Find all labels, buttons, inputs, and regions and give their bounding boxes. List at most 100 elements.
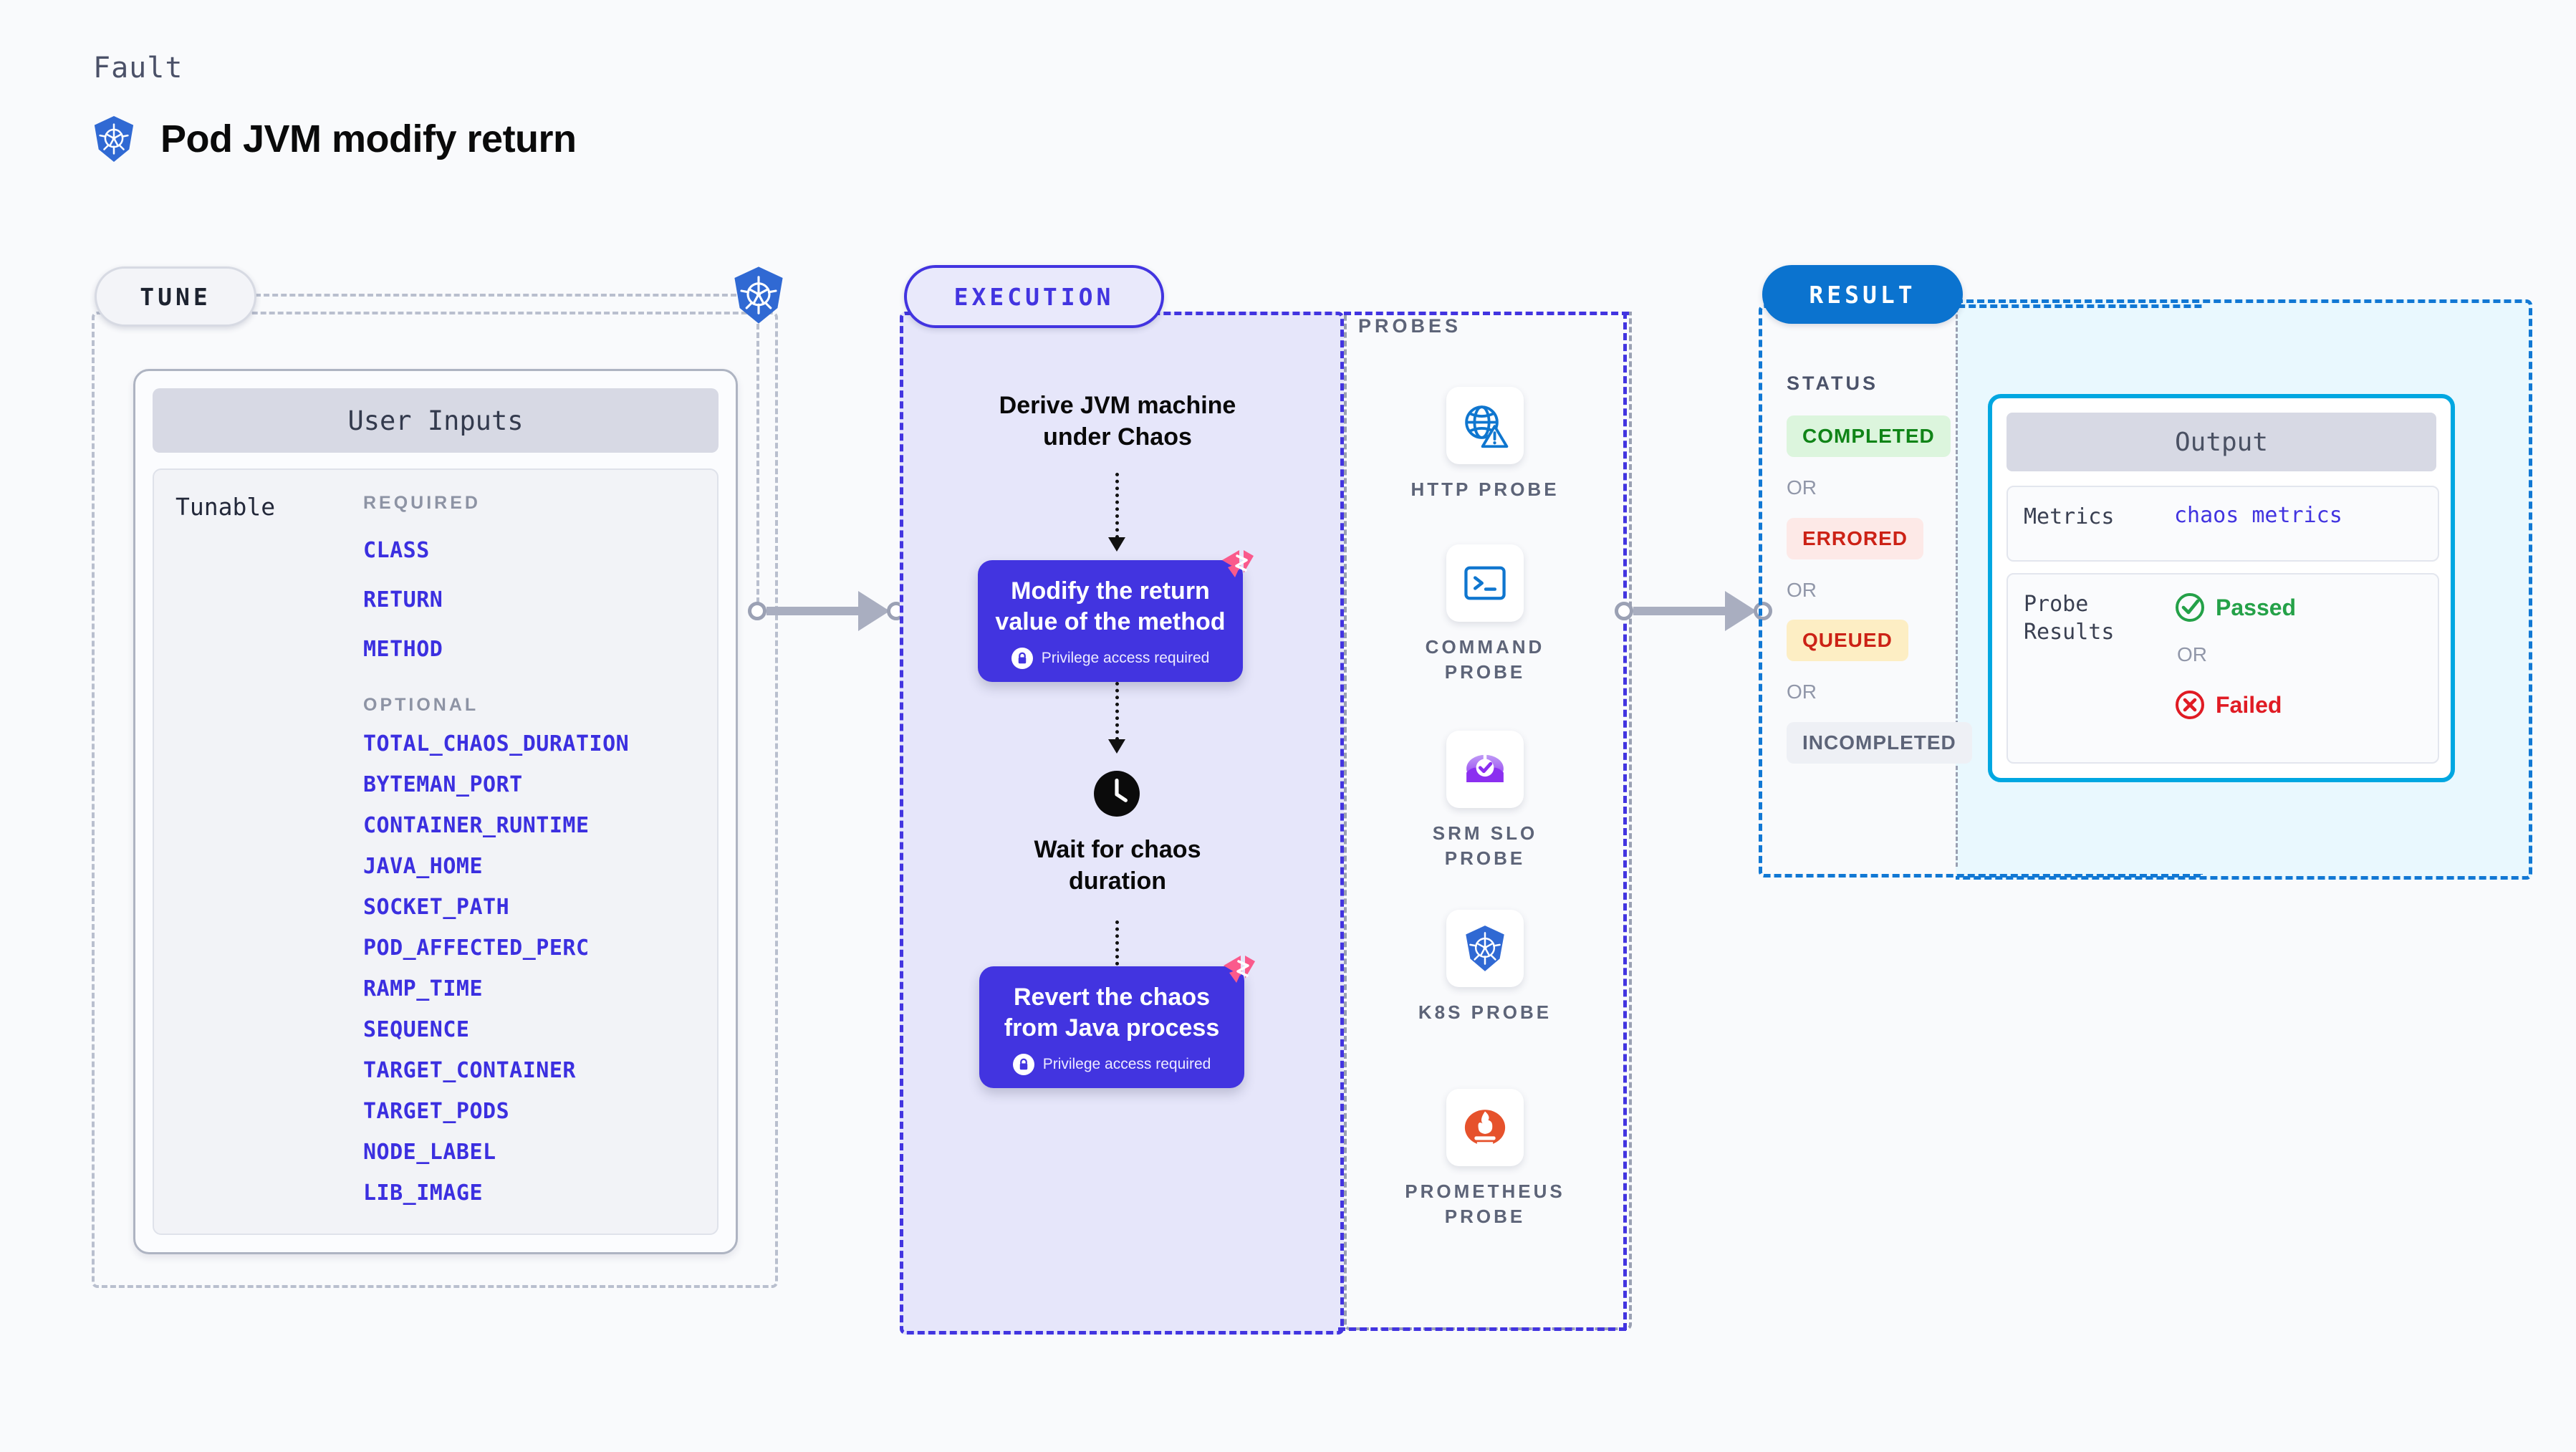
privilege-note-text: Privilege access required [1041,649,1210,666]
user-inputs-header: User Inputs [153,388,719,453]
required-params-column: REQUIRED CLASS RETURN METHOD [363,493,481,662]
output-card-header: Output [2007,413,2436,471]
probes-right-border [1623,312,1627,1330]
check-circle-icon [2176,593,2204,622]
fault-eyebrow-label: Fault [93,52,183,85]
required-group-label: REQUIRED [363,493,481,513]
optional-param-link[interactable]: POD_AFFECTED_PERC [363,936,590,961]
litmus-chaos-logo-icon [1222,550,1254,577]
connector-arrowhead [858,591,890,631]
connector-execution-to-result [1615,591,1772,631]
x-circle-icon [2176,691,2204,719]
privilege-note: Privilege access required [979,1053,1244,1088]
optional-params-column: OPTIONAL TOTAL_CHAOS_DURATION BYTEMAN_POR… [363,695,629,1206]
connector-dot [1754,602,1772,620]
probe-item-http[interactable]: HTTP PROBE [1344,387,1626,502]
lock-icon [1012,1053,1034,1075]
connector-bar [766,607,860,615]
probes-top-border [1344,312,1629,315]
required-param-link[interactable]: CLASS [363,538,430,563]
probe-result-failed: Failed [2174,689,2282,721]
globe-warning-icon [1465,405,1509,448]
probe-tile [1446,387,1524,464]
optional-param-link[interactable]: TARGET_CONTAINER [363,1058,576,1083]
output-metrics-row: Metrics chaos metrics [2007,486,2439,562]
terminal-icon [1464,566,1506,600]
page-title: Pod JVM modify return [160,117,577,160]
optional-param-link[interactable]: RAMP_TIME [363,976,484,1001]
required-param-link[interactable]: METHOD [363,637,443,662]
optional-param-link[interactable]: JAVA_HOME [363,854,484,879]
result-tag[interactable]: RESULT [1762,265,1963,324]
result-section-boundary [1759,304,2203,878]
user-inputs-body: Tunable REQUIRED CLASS RETURN METHOD OPTIO… [153,468,719,1235]
or-label: OR [1787,681,1817,703]
metrics-value: chaos metrics [2174,503,2342,528]
optional-param-link[interactable]: CONTAINER_RUNTIME [363,813,590,838]
tune-dashed-connector [255,294,736,297]
probe-tile [1446,910,1524,987]
passed-text: Passed [2216,594,2297,620]
kubernetes-icon [1466,925,1504,971]
optional-group-label: OPTIONAL [363,695,479,715]
k8s-vertical-dashed-line [756,324,759,603]
probe-label: HTTP PROBE [1410,479,1559,500]
probe-tile [1446,1089,1524,1166]
connector-tune-to-execution [748,591,905,631]
probe-tile [1446,544,1524,622]
probes-label: PROBES [1358,315,1462,337]
execution-section-boundary [900,312,1344,1335]
connector-arrowhead [1725,591,1756,631]
status-badge-incompleted: INCOMPLETED [1787,722,1972,764]
probe-label: K8S PROBE [1418,1001,1552,1023]
optional-param-link[interactable]: TARGET_PODS [363,1099,510,1124]
arrow-modify-to-wait [1108,682,1125,754]
optional-param-link[interactable]: SOCKET_PATH [363,895,510,920]
status-badge-completed: COMPLETED [1787,415,1951,457]
execution-tag[interactable]: EXECUTION [904,265,1164,328]
optional-param-link[interactable]: TOTAL_CHAOS_DURATION [363,731,630,756]
clock-icon [1094,771,1140,817]
privilege-note: Privilege access required [978,647,1243,682]
kubernetes-icon [734,266,783,324]
or-label: OR [1787,476,1817,499]
probes-bottom-border [1338,1327,1626,1331]
or-label: OR [1787,579,1817,601]
privilege-note-text: Privilege access required [1042,1055,1211,1072]
srm-slo-icon [1466,749,1504,782]
lock-icon [1011,647,1033,669]
fault-title-row: Pod JVM modify return [92,115,577,163]
tunable-label: Tunable [176,493,276,521]
prometheus-icon [1464,1110,1506,1150]
probe-item-k8s[interactable]: K8S PROBE [1344,910,1626,1025]
optional-param-link[interactable]: NODE_LABEL [363,1140,496,1165]
result-inner-divider [1956,308,1958,867]
required-param-link[interactable]: RETURN [363,587,443,612]
kubernetes-icon [94,116,134,162]
connector-dot [1615,602,1633,620]
status-badge-queued: QUEUED [1787,620,1908,661]
optional-param-link[interactable]: SEQUENCE [363,1017,470,1042]
optional-param-link[interactable]: LIB_IMAGE [363,1181,484,1206]
connector-bar [1633,607,1726,615]
status-badge-errored: ERRORED [1787,518,1924,559]
optional-param-link[interactable]: BYTEMAN_PORT [363,772,523,797]
user-inputs-card: User Inputs Tunable REQUIRED CLASS RETURN… [133,369,738,1254]
failed-text: Failed [2216,691,2282,718]
tune-tag[interactable]: TUNE [95,266,256,327]
tune-section-boundary [92,312,778,1288]
